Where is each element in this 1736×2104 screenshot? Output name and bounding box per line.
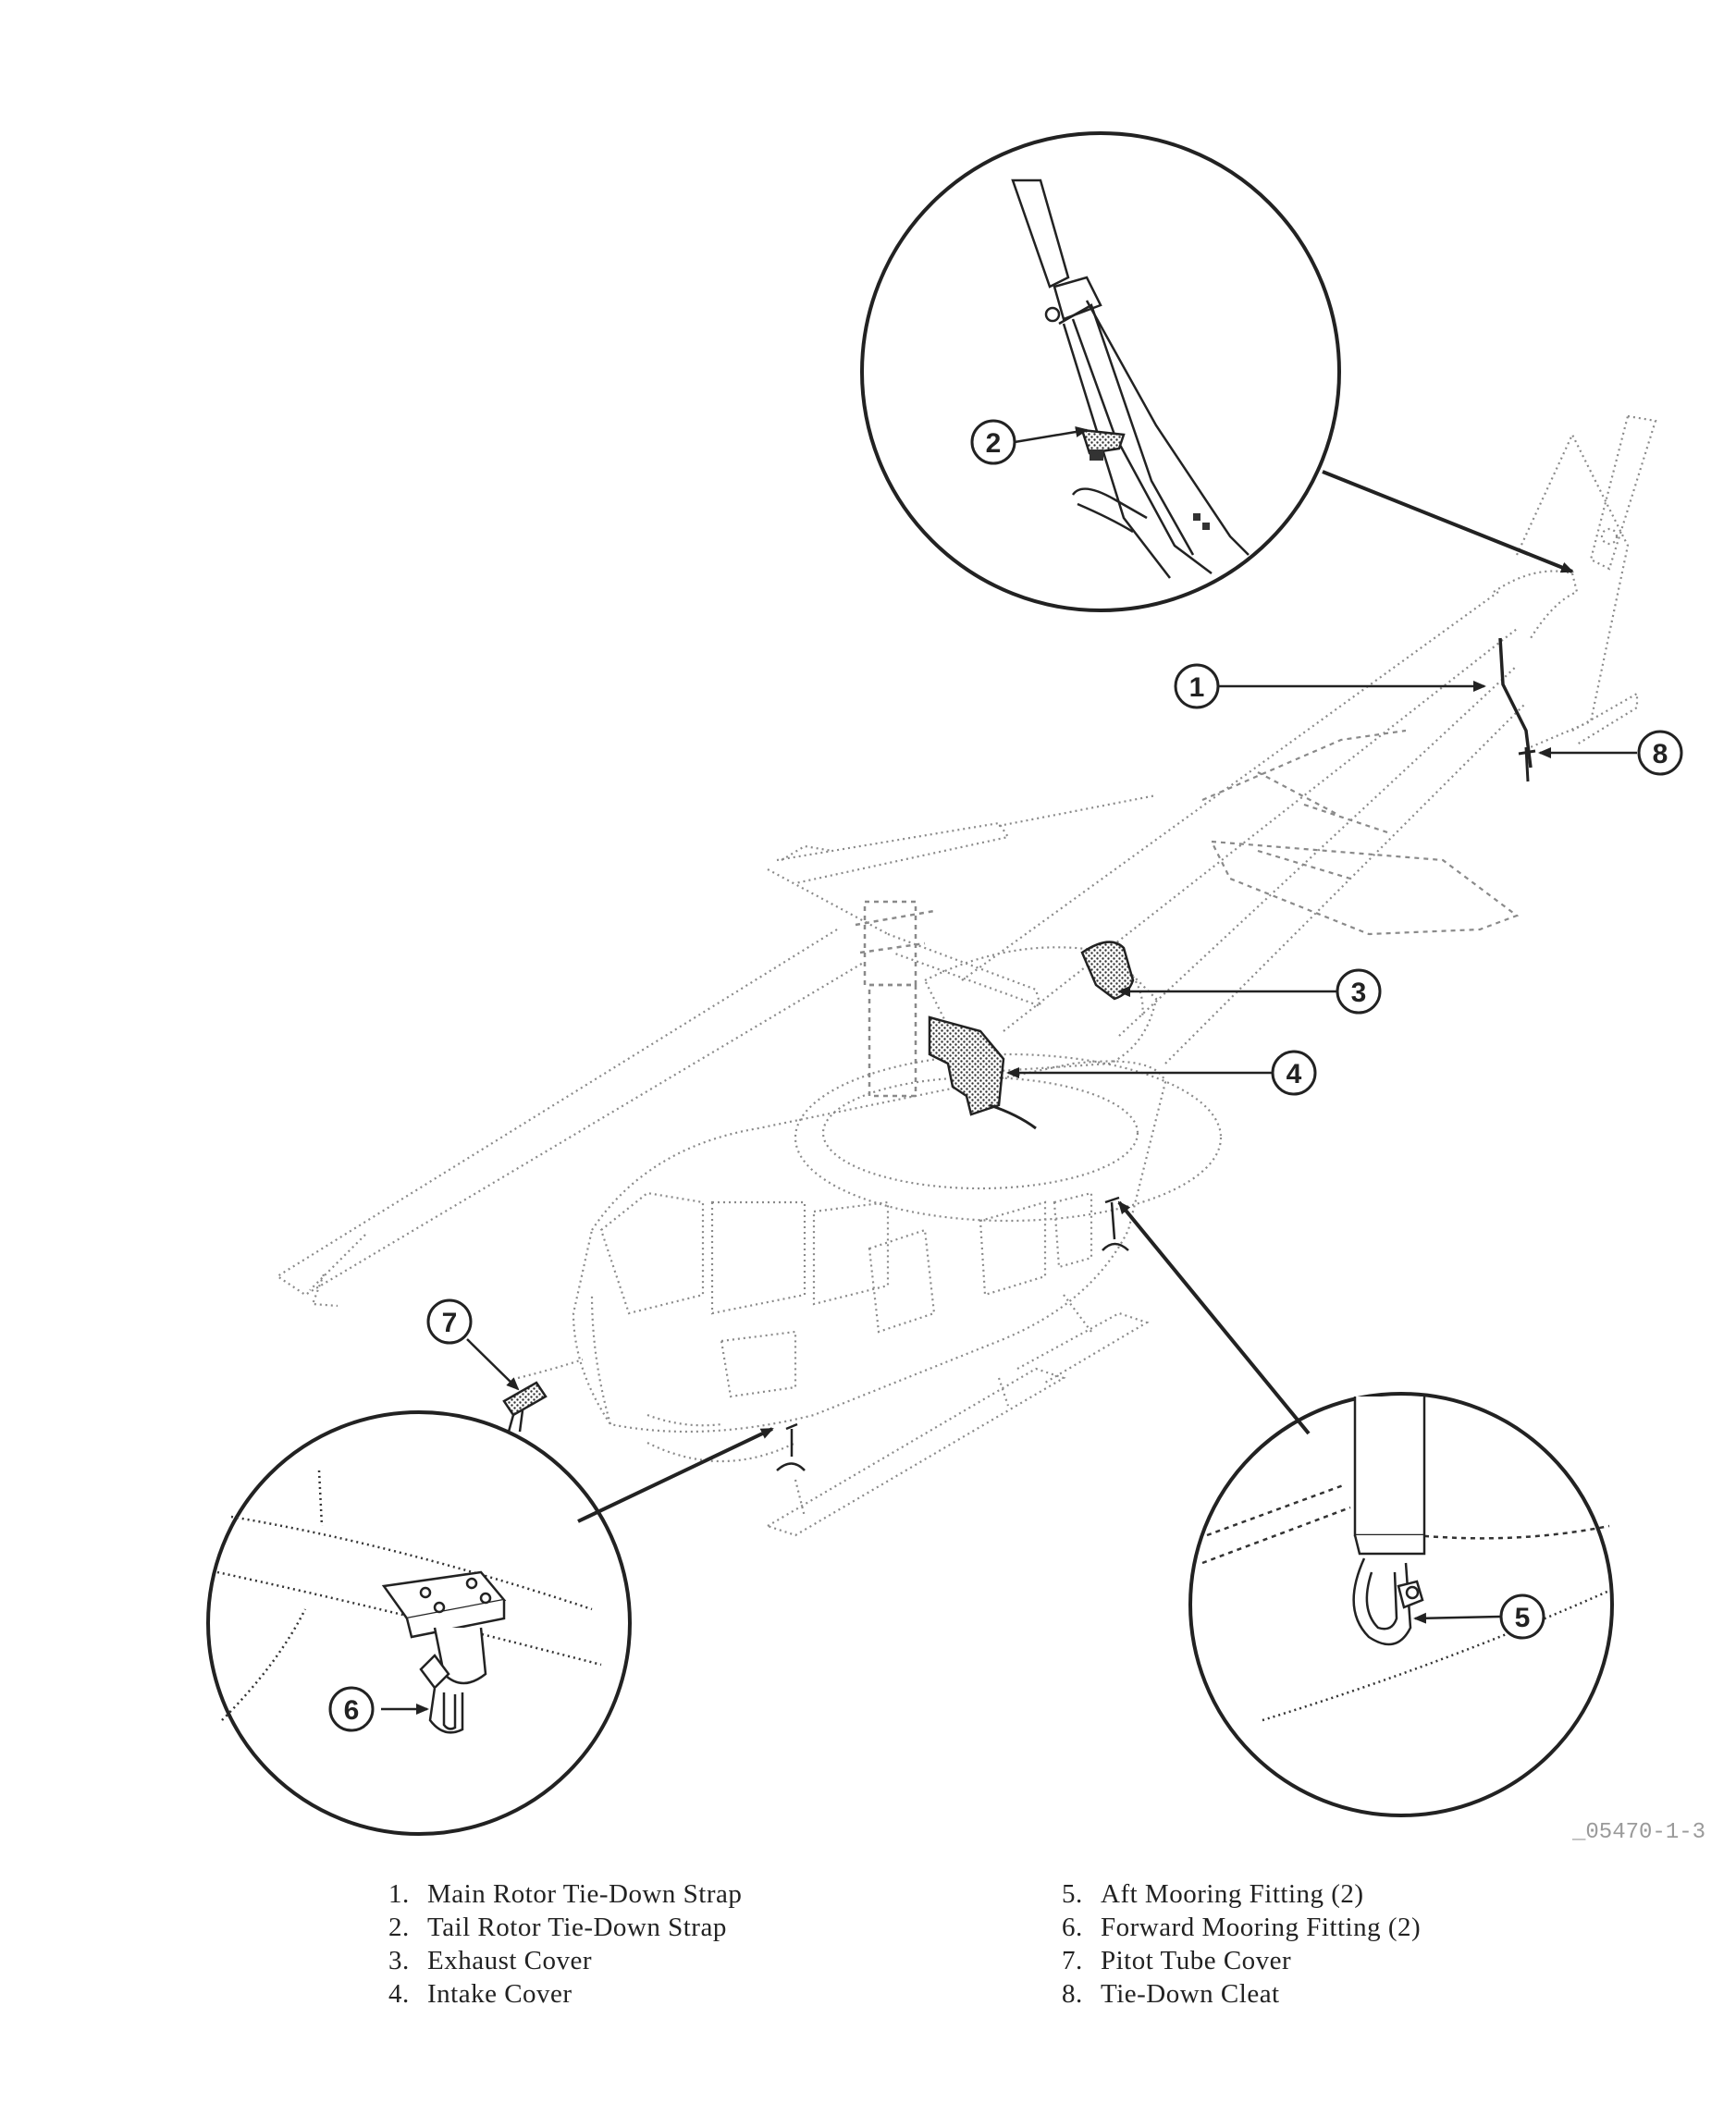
tail-fin (1516, 414, 1657, 751)
legend-label: Aft Mooring Fitting (2) (1101, 1879, 1364, 1909)
figure-id: _05470-1-3 (1571, 1820, 1705, 1845)
legend-item-6: 6. Forward Mooring Fitting (2) (1062, 1911, 1421, 1944)
legend-label: Tie-Down Cleat (1101, 1979, 1280, 2009)
legend-number: 4. (388, 1979, 410, 2009)
landing-skids (765, 1294, 1150, 1537)
legend-item-7: 7. Pitot Tube Cover (1062, 1944, 1421, 1977)
nose (517, 1358, 584, 1380)
detail-aft-mooring-fitting (1188, 1392, 1614, 1817)
svg-text:4: 4 (1287, 1059, 1302, 1089)
legend-number: 7. (1062, 1946, 1083, 1975)
callout-5: 5 (1499, 1593, 1545, 1640)
intake-cover (928, 1015, 1005, 1116)
legend-label: Intake Cover (427, 1979, 573, 2009)
horizontal-stabilizer (1210, 803, 1520, 936)
detail-aft-mooring-leader (1117, 1200, 1311, 1435)
legend-item-8: 8. Tie-Down Cleat (1062, 1977, 1421, 2011)
callout-3: 3 (1336, 968, 1382, 1015)
main-rotor-tie-down-strap (1498, 637, 1533, 769)
legend-left: 1. Main Rotor Tie-Down Strap 2. Tail Rotor… (388, 1877, 742, 2011)
aft-mooring-fitting-on-aircraft (1102, 1196, 1129, 1251)
legend-number: 8. (1062, 1979, 1083, 2009)
svg-text:7: 7 (442, 1308, 458, 1338)
detail-forward-mooring-leader (577, 1427, 774, 1523)
callout-4: 4 (1271, 1050, 1317, 1096)
main-rotor-blade-upper (767, 794, 1157, 1008)
legend-number: 1. (388, 1879, 410, 1909)
main-rotor-blade-left (275, 929, 866, 1308)
forward-mooring-fitting-on-aircraft (776, 1422, 806, 1471)
callout-6: 6 (328, 1686, 375, 1732)
callout-1: 1 (1174, 663, 1220, 709)
callout-7: 7 (426, 1298, 473, 1345)
legend-label: Exhaust Cover (427, 1946, 593, 1975)
svg-text:1: 1 (1189, 672, 1205, 703)
legend-item-3: 3. Exhaust Cover (388, 1944, 742, 1977)
legend-item-5: 5. Aft Mooring Fitting (2) (1062, 1877, 1421, 1911)
legend-number: 3. (388, 1946, 410, 1975)
svg-text:8: 8 (1653, 739, 1668, 769)
callout-leaders (381, 426, 1637, 1715)
tail-boom (961, 570, 1579, 1064)
fuselage (572, 1060, 1167, 1463)
helicopter-illustration (275, 414, 1657, 1537)
engine-cowling (794, 946, 1223, 1223)
legend-number: 6. (1062, 1913, 1083, 1942)
tie-down-cleat (1518, 746, 1536, 782)
tail-rotor-tie-down-strap-detail (1080, 428, 1126, 455)
legend-number: 2. (388, 1913, 410, 1942)
rotor-mast (855, 900, 935, 1098)
intake-cover-strap (989, 1103, 1037, 1130)
detail-forward-mooring-fitting (206, 1410, 632, 1836)
legend-right: 5. Aft Mooring Fitting (2) 6. Forward Moor… (1062, 1877, 1421, 2011)
svg-text:5: 5 (1515, 1603, 1531, 1633)
svg-text:2: 2 (986, 428, 1002, 459)
pitot-tube-cover (502, 1381, 548, 1439)
detail-tail-rotor-leader (1322, 470, 1574, 573)
legend-label: Main Rotor Tie-Down Strap (427, 1879, 743, 1909)
exhaust-cover (1080, 941, 1135, 1001)
legend-item-1: 1. Main Rotor Tie-Down Strap (388, 1877, 742, 1911)
legend-item-4: 4. Intake Cover (388, 1977, 742, 2011)
callout-2: 2 (970, 419, 1016, 465)
boom-fins (1201, 729, 1407, 815)
svg-text:3: 3 (1351, 978, 1367, 1008)
legend-item-2: 2. Tail Rotor Tie-Down Strap (388, 1911, 742, 1944)
cabin-windows (599, 1191, 1093, 1398)
svg-text:6: 6 (344, 1695, 360, 1726)
legend-label: Tail Rotor Tie-Down Strap (427, 1913, 727, 1942)
detail-tail-rotor (860, 131, 1341, 612)
legend-number: 5. (1062, 1879, 1083, 1909)
legend-label: Pitot Tube Cover (1101, 1946, 1292, 1975)
legend-label: Forward Mooring Fitting (2) (1101, 1913, 1422, 1942)
callout-8: 8 (1637, 730, 1683, 776)
